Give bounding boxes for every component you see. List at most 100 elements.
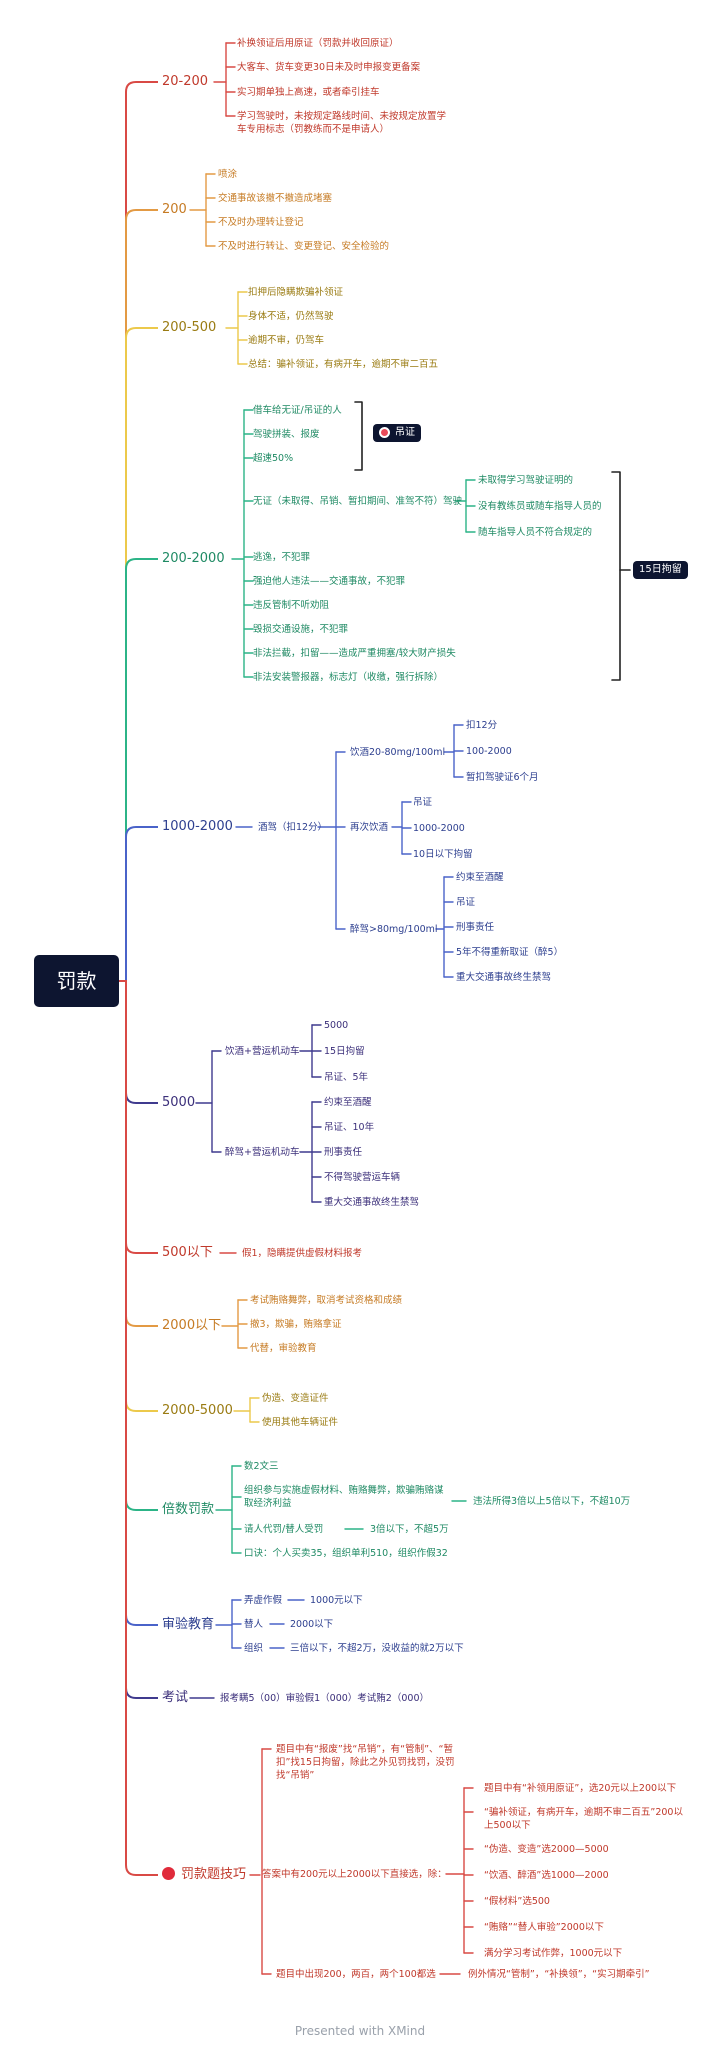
- node[interactable]: 逾期不审，仍驾车: [248, 335, 325, 346]
- node[interactable]: “骗补领证，有病开车，逾期不审二百五”200以上500以下: [484, 1807, 683, 1831]
- node[interactable]: 口诀：个人买卖35，组织单利510，组织作假32: [244, 1548, 448, 1559]
- branch-review-education[interactable]: 审验教育: [162, 1617, 215, 1632]
- node[interactable]: 5年不得重新取证（醉5）: [456, 947, 564, 958]
- node[interactable]: 题目中有“报废”找“吊销”，有“管制”、“暂扣”找15日拘留，除此之外见罚找罚，…: [276, 1744, 455, 1781]
- node[interactable]: 毁损交通设施，不犯罪: [253, 624, 349, 635]
- node[interactable]: 代替，审验教育: [250, 1343, 317, 1354]
- node[interactable]: 数2文三: [244, 1461, 279, 1472]
- node[interactable]: 非法安装警报器，标志灯（收缴，强行拆除）: [253, 672, 444, 683]
- node[interactable]: 暂扣驾驶证6个月: [466, 772, 539, 783]
- node[interactable]: 2000以下: [290, 1619, 334, 1630]
- badge-15-day-detention[interactable]: 15日拘留: [633, 561, 688, 579]
- node[interactable]: 请人代罚/替人受罚: [244, 1524, 324, 1535]
- node[interactable]: 弄虚作假: [244, 1595, 283, 1606]
- node[interactable]: 题目中出现200，两百，两个100都选: [276, 1969, 436, 1980]
- node[interactable]: 重大交通事故终生禁驾: [456, 972, 552, 983]
- node[interactable]: 三倍以下，不超2万，没收益的就2万以下: [290, 1643, 464, 1654]
- node[interactable]: 非法拦截，扣留——造成严重拥塞/较大财产损失: [253, 648, 456, 659]
- node[interactable]: 不得驾驶营运车辆: [324, 1172, 401, 1183]
- node[interactable]: 补换领证后用原证（罚款并收回原证）: [237, 38, 399, 49]
- branch-200[interactable]: 200: [162, 202, 187, 217]
- branch-2000-below[interactable]: 2000以下: [162, 1318, 222, 1333]
- node[interactable]: 组织参与实施虚假材料、贿赂舞弊，欺骗贿赂谋取经济利益: [244, 1485, 444, 1509]
- branch-1000-2000[interactable]: 1000-2000: [162, 819, 233, 834]
- node[interactable]: 不及时办理转让登记: [218, 217, 304, 228]
- node[interactable]: “贿赂”“替人审验”2000以下: [484, 1922, 604, 1933]
- node[interactable]: 饮酒20-80mg/100ml: [350, 747, 446, 758]
- node[interactable]: 逃逸，不犯罪: [253, 552, 311, 563]
- node[interactable]: 醉驾+营运机动车: [225, 1147, 300, 1158]
- node-drunk-driving[interactable]: 酒驾（扣12分）: [258, 822, 328, 833]
- node[interactable]: 吊证、10年: [324, 1122, 375, 1133]
- node[interactable]: 交通事故该撤不撤造成堵塞: [218, 193, 333, 204]
- branch-200-500[interactable]: 200-500: [162, 320, 217, 335]
- node[interactable]: 伪造、变造证件: [262, 1393, 329, 1404]
- badge-diaozheng[interactable]: 吊证: [373, 424, 421, 442]
- node[interactable]: 约束至酒醒: [456, 872, 504, 883]
- node[interactable]: 5000: [324, 1020, 349, 1031]
- node[interactable]: 1000-2000: [413, 823, 465, 834]
- node[interactable]: 再次饮酒: [350, 822, 389, 833]
- node[interactable]: 借车给无证/吊证的人: [253, 405, 342, 416]
- trunk-connector: [119, 980, 158, 1104]
- branch-500-below[interactable]: 500以下: [162, 1245, 213, 1260]
- node[interactable]: 吊证、5年: [324, 1072, 369, 1083]
- node[interactable]: 总结：骗补领证，有病开车，逾期不审二百五: [248, 359, 439, 370]
- branch-multiple-fines[interactable]: 倍数罚款: [162, 1502, 215, 1517]
- node[interactable]: 撤3，欺骗，贿赂拿证: [250, 1319, 342, 1330]
- branch-200-2000[interactable]: 200-2000: [162, 551, 225, 566]
- red-dot-icon: [162, 1867, 175, 1880]
- branch-20-200[interactable]: 20-200: [162, 74, 209, 89]
- node[interactable]: 15日拘留: [324, 1046, 365, 1057]
- node[interactable]: 饮酒+营运机动车: [225, 1046, 300, 1057]
- node[interactable]: 不及时进行转让、变更登记、安全检验的: [218, 241, 390, 252]
- node[interactable]: “饮酒、醉酒”选1000—2000: [484, 1870, 609, 1881]
- node[interactable]: 例外情况“管制”，“补换领”，“实习期牵引”: [468, 1969, 650, 1980]
- node[interactable]: 约束至酒醒: [324, 1097, 372, 1108]
- node[interactable]: 3倍以下，不超5万: [370, 1524, 449, 1535]
- node[interactable]: 重大交通事故终生禁驾: [324, 1197, 420, 1208]
- node[interactable]: 扣12分: [466, 720, 498, 731]
- node[interactable]: 违法所得3倍以上5倍以下，不超10万: [473, 1496, 631, 1507]
- node[interactable]: 1000元以下: [310, 1595, 363, 1606]
- node[interactable]: “假材料”选500: [484, 1896, 550, 1907]
- node[interactable]: 假1，隐瞒提供虚假材料报考: [242, 1248, 363, 1259]
- node[interactable]: 刑事责任: [324, 1147, 363, 1158]
- node[interactable]: 无证（未取得、吊销、暂扣期间、准驾不符）驾驶: [253, 496, 463, 507]
- node[interactable]: 大客车、货车变更30日未及时申报变更备案: [237, 62, 421, 73]
- node[interactable]: 喷涂: [218, 169, 238, 180]
- node[interactable]: “伪造、变造”选2000—5000: [484, 1844, 609, 1855]
- node[interactable]: 满分学习考试作弊，1000元以下: [484, 1948, 623, 1959]
- branch-exam[interactable]: 考试: [162, 1690, 189, 1705]
- node[interactable]: 违反管制不听劝阻: [253, 600, 330, 611]
- node[interactable]: 没有教练员或随车指导人员的: [478, 501, 602, 512]
- branch-2000-5000[interactable]: 2000-5000: [162, 1403, 233, 1418]
- node[interactable]: 吊证: [456, 897, 476, 908]
- node[interactable]: 醉驾>80mg/100ml: [350, 924, 438, 935]
- node[interactable]: 超速50%: [253, 453, 294, 464]
- node[interactable]: 强迫他人违法——交通事故，不犯罪: [253, 576, 406, 587]
- node[interactable]: 组织: [244, 1643, 264, 1654]
- node[interactable]: 未取得学习驾驶证明的: [478, 475, 574, 486]
- node[interactable]: 刑事责任: [456, 922, 495, 933]
- node[interactable]: 报考瞒5（00）审验假1（000）考试贿2（000）: [220, 1693, 429, 1704]
- trunk-connector: [119, 81, 158, 982]
- node[interactable]: 身体不适，仍然驾驶: [248, 311, 334, 322]
- node[interactable]: 10日以下拘留: [413, 849, 473, 860]
- node[interactable]: 考试贿赂舞弊，取消考试资格和成绩: [250, 1295, 403, 1306]
- node[interactable]: 使用其他车辆证件: [262, 1417, 339, 1428]
- node[interactable]: 答案中有200元以上2000以下直接选，除：: [262, 1869, 447, 1880]
- node[interactable]: 题目中有“补领用原证”，选20元以上200以下: [484, 1783, 677, 1794]
- branch-fine-question-tips[interactable]: 罚款题技巧: [162, 1867, 246, 1883]
- node[interactable]: 扣押后隐瞒欺骗补领证: [248, 287, 344, 298]
- node[interactable]: 驾驶拼装、报废: [253, 429, 320, 440]
- root-node[interactable]: 罚款: [34, 955, 119, 1007]
- node[interactable]: 100-2000: [466, 746, 512, 757]
- node[interactable]: 实习期单独上高速，或者牵引挂车: [237, 87, 380, 98]
- node[interactable]: 随车指导人员不符合规定的: [478, 527, 593, 538]
- node[interactable]: 学习驾驶时，未按规定路线时间、未按规定放置学车专用标志（罚教练而不是申请人）: [237, 111, 447, 135]
- branch-5000[interactable]: 5000: [162, 1095, 196, 1110]
- node[interactable]: 替人: [244, 1619, 264, 1630]
- node[interactable]: 吊证: [413, 797, 433, 808]
